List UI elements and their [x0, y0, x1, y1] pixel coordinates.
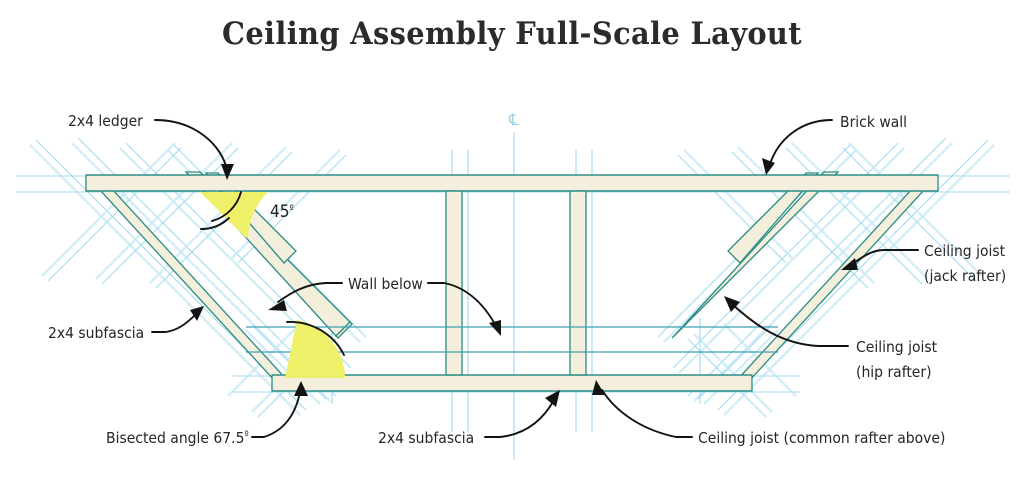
- ceiling-joist-right-vertical: [569, 190, 587, 376]
- label-joist-hip-line1: Ceiling joist: [856, 338, 938, 356]
- arrowhead-ledger: [221, 164, 234, 180]
- arrowhead-wall-below-right: [489, 320, 501, 336]
- arrowhead-joist-hip: [724, 296, 740, 312]
- arrowhead-brick-wall: [762, 158, 775, 175]
- ledger-band: [85, 174, 939, 192]
- arrowhead-bisected-angle: [294, 381, 308, 396]
- label-joist-jack-line1: Ceiling joist: [924, 242, 1006, 260]
- label-subfascia-bottom: 2x4 subfascia: [378, 429, 474, 447]
- label-wall-below: Wall below: [348, 275, 423, 293]
- arrowhead-joist-common: [592, 380, 605, 395]
- label-brick-wall: Brick wall: [840, 113, 907, 131]
- annotation-subfascia-bottom: 2x4 subfascia: [378, 390, 560, 447]
- angle-wedge-67-5: [285, 320, 345, 378]
- annotation-joist-common: Ceiling joist (common rafter above): [592, 380, 945, 447]
- arrowhead-joist-jack: [841, 258, 858, 270]
- label-joist-hip-line2: (hip rafter): [856, 363, 932, 381]
- ceiling-joist-left-vertical: [445, 190, 463, 376]
- subfascia-left: [86, 176, 289, 381]
- label-joist-common: Ceiling joist (common rafter above): [698, 429, 945, 447]
- label-ledger: 2x4 ledger: [68, 112, 143, 130]
- annotation-joist-hip: Ceiling joist (hip rafter): [724, 296, 938, 381]
- angle-45-label: 45º: [270, 202, 294, 222]
- construction-lines-group: ℄: [16, 112, 1010, 460]
- label-joist-jack-line2: (jack rafter): [924, 267, 1006, 285]
- label-subfascia-left: 2x4 subfascia: [48, 324, 144, 342]
- arrowhead-subfascia-bottom: [545, 390, 560, 407]
- jack-rafter-right-member: [727, 172, 820, 264]
- annotation-wall-below: Wall below: [268, 275, 501, 336]
- angle-wedge-45: 45º: [200, 191, 294, 239]
- annotation-joist-jack: Ceiling joist (jack rafter): [841, 242, 1006, 285]
- annotation-brick-wall: Brick wall: [762, 113, 907, 175]
- ghost-jack-rafters-left-mirror: [41, 142, 347, 289]
- page-title: Ceiling Assembly Full-Scale Layout: [222, 16, 802, 52]
- arrowhead-subfascia-left: [190, 306, 204, 321]
- label-bisected-angle: Bisected angle 67.5º: [106, 429, 249, 447]
- annotation-bisected-angle: Bisected angle 67.5º: [106, 381, 308, 447]
- annotation-ledger: 2x4 ledger: [68, 112, 234, 180]
- centerline-symbol: ℄: [508, 112, 520, 129]
- annotation-subfascia-left: 2x4 subfascia: [48, 306, 204, 342]
- arrowhead-wall-below-left: [268, 300, 287, 311]
